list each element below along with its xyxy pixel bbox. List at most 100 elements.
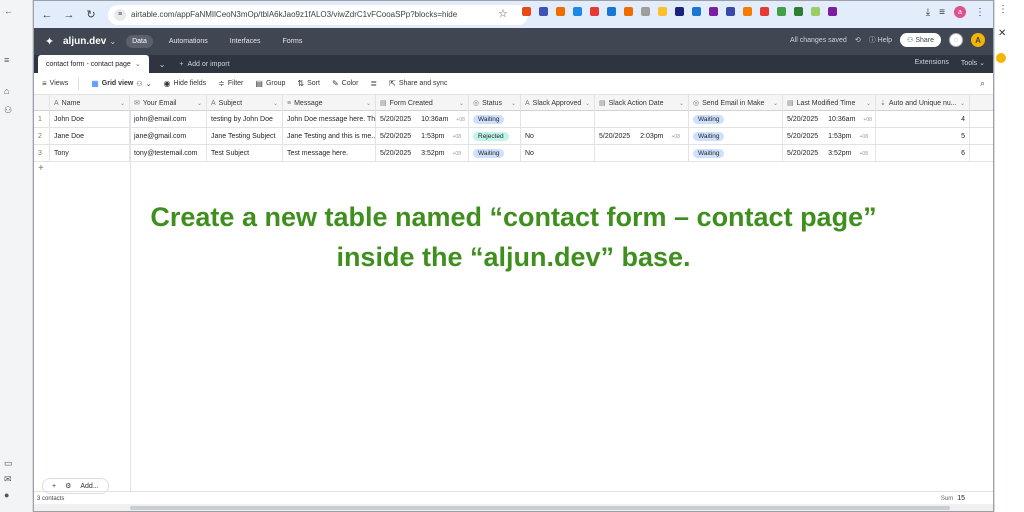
reload-icon[interactable]: ↻: [86, 9, 96, 21]
chevron-down-icon[interactable]: ⌄: [510, 100, 516, 107]
nav-tab-interfaces[interactable]: Interfaces: [229, 38, 261, 45]
column-header[interactable]: ▤Form Created⌄: [376, 95, 469, 111]
chevron-down-icon[interactable]: ⌄: [272, 100, 278, 107]
all-tables-chevron-icon[interactable]: ⌄: [158, 59, 166, 69]
column-header[interactable]: ◎Status⌄: [469, 95, 521, 111]
grid-view-button[interactable]: ▦Grid view⚇⌄: [91, 79, 151, 88]
cell-status[interactable]: Rejected: [469, 128, 521, 145]
chevron-down-icon[interactable]: ⌄: [865, 100, 871, 107]
cell-status[interactable]: Waiting: [469, 145, 521, 162]
chevron-down-icon[interactable]: ⌄: [109, 37, 117, 46]
extension-icon[interactable]: [709, 7, 718, 16]
user-avatar[interactable]: A: [971, 33, 985, 47]
extension-icon[interactable]: [556, 7, 565, 16]
extension-icon[interactable]: [573, 7, 582, 16]
extension-icon[interactable]: [624, 7, 633, 16]
extension-icon[interactable]: [590, 7, 599, 16]
cell-email[interactable]: jane@gmail.com: [130, 128, 207, 145]
extension-icon[interactable]: [692, 7, 701, 16]
cell-name[interactable]: John Doe: [50, 111, 130, 128]
cell-subject[interactable]: Jane Testing Subject: [207, 128, 283, 145]
site-info-icon[interactable]: ≡: [114, 8, 126, 21]
chevron-down-icon[interactable]: ⌄: [959, 100, 965, 107]
tools-button[interactable]: Tools ⌄: [960, 60, 985, 67]
add-or-import-button[interactable]: + Add or import: [179, 60, 230, 68]
cell-status[interactable]: Waiting: [469, 111, 521, 128]
bookmark-star-icon[interactable]: ☆: [498, 8, 508, 20]
row-height-button[interactable]: ≣: [370, 79, 377, 88]
views-button[interactable]: ≡Views: [42, 79, 68, 88]
cell-auto-number[interactable]: 6: [876, 145, 970, 162]
extension-icon[interactable]: [522, 7, 531, 16]
history-icon[interactable]: ⟲: [854, 37, 861, 44]
add-record-button[interactable]: +: [38, 163, 44, 174]
row-number[interactable]: 3: [34, 145, 50, 162]
cell-message[interactable]: Test message here.: [283, 145, 376, 162]
cast-icon[interactable]: ≡: [939, 6, 945, 18]
select-all-checkbox[interactable]: [34, 95, 50, 111]
cell-auto-number[interactable]: 4: [876, 111, 970, 128]
cell-slack-approved[interactable]: [521, 111, 595, 128]
nav-tab-automations[interactable]: Automations: [168, 38, 208, 45]
extension-icon[interactable]: [760, 7, 769, 16]
cell-name[interactable]: Jane Doe: [50, 128, 130, 145]
cell-message[interactable]: John Doe message here. Th...: [283, 111, 376, 128]
extension-icon[interactable]: [539, 7, 548, 16]
table-tab-active[interactable]: contact form - contact page ⌄: [38, 55, 149, 73]
chevron-down-icon[interactable]: ⌄: [458, 100, 464, 107]
base-name[interactable]: aljun.dev: [63, 36, 107, 47]
forward-icon[interactable]: →: [63, 8, 75, 21]
extension-icon[interactable]: [743, 7, 752, 16]
share-button[interactable]: ⚇ Share: [900, 33, 941, 47]
column-header[interactable]: ≡Message⌄: [283, 95, 376, 111]
cell-email[interactable]: tony@testemail.com: [130, 145, 207, 162]
extension-icon[interactable]: [777, 7, 786, 16]
group-button[interactable]: ▤Group: [255, 79, 285, 88]
download-icon[interactable]: ⤓: [925, 6, 931, 18]
column-header[interactable]: ▤Last Modified Time⌄: [783, 95, 876, 111]
column-header[interactable]: ◎Send Email in Make⌄: [689, 95, 783, 111]
nav-tab-forms[interactable]: Forms: [282, 38, 303, 45]
menu-icon[interactable]: ⋮: [975, 6, 985, 18]
cell-send-email[interactable]: Waiting: [689, 111, 783, 128]
extension-icon[interactable]: [794, 7, 803, 16]
cell-send-email[interactable]: Waiting: [689, 145, 783, 162]
cell-slack-action-date[interactable]: [595, 111, 689, 128]
extension-icon[interactable]: [828, 7, 837, 16]
column-header[interactable]: ⇣Auto and Unique nu...⌄: [876, 95, 970, 111]
scrollbar-thumb[interactable]: [130, 506, 950, 510]
row-number[interactable]: 2: [34, 128, 50, 145]
address-bar[interactable]: ≡ airtable.com/appFaNMIlCeoN3mOp/tblA6kJ…: [108, 4, 528, 25]
horizontal-scrollbar[interactable]: [34, 504, 993, 511]
hide-fields-button[interactable]: ◉Hide fields: [163, 79, 206, 88]
chevron-down-icon[interactable]: ⌄: [119, 100, 125, 107]
cell-message[interactable]: Jane Testing and this is me...: [283, 128, 376, 145]
cell-email[interactable]: john@email.com: [130, 111, 207, 128]
extension-icon[interactable]: [811, 7, 820, 16]
extension-icon[interactable]: [641, 7, 650, 16]
help-link[interactable]: ⓘ Help: [868, 37, 893, 44]
chevron-down-icon[interactable]: ⌄: [772, 100, 778, 107]
extensions-button[interactable]: Extensions: [914, 59, 949, 66]
search-icon[interactable]: ⌕: [979, 78, 985, 88]
airtable-logo-icon[interactable]: ✦: [44, 36, 55, 48]
back-icon[interactable]: ←: [41, 8, 53, 21]
cell-subject[interactable]: Test Subject: [207, 145, 283, 162]
color-button[interactable]: ✎Color: [332, 79, 358, 88]
cell-slack-approved[interactable]: No: [521, 145, 595, 162]
filter-button[interactable]: ≑Filter: [218, 79, 243, 88]
add-menu-button[interactable]: + ⚙ Add...: [42, 478, 109, 494]
cell-send-email[interactable]: Waiting: [689, 128, 783, 145]
nav-tab-data[interactable]: Data: [126, 35, 153, 48]
